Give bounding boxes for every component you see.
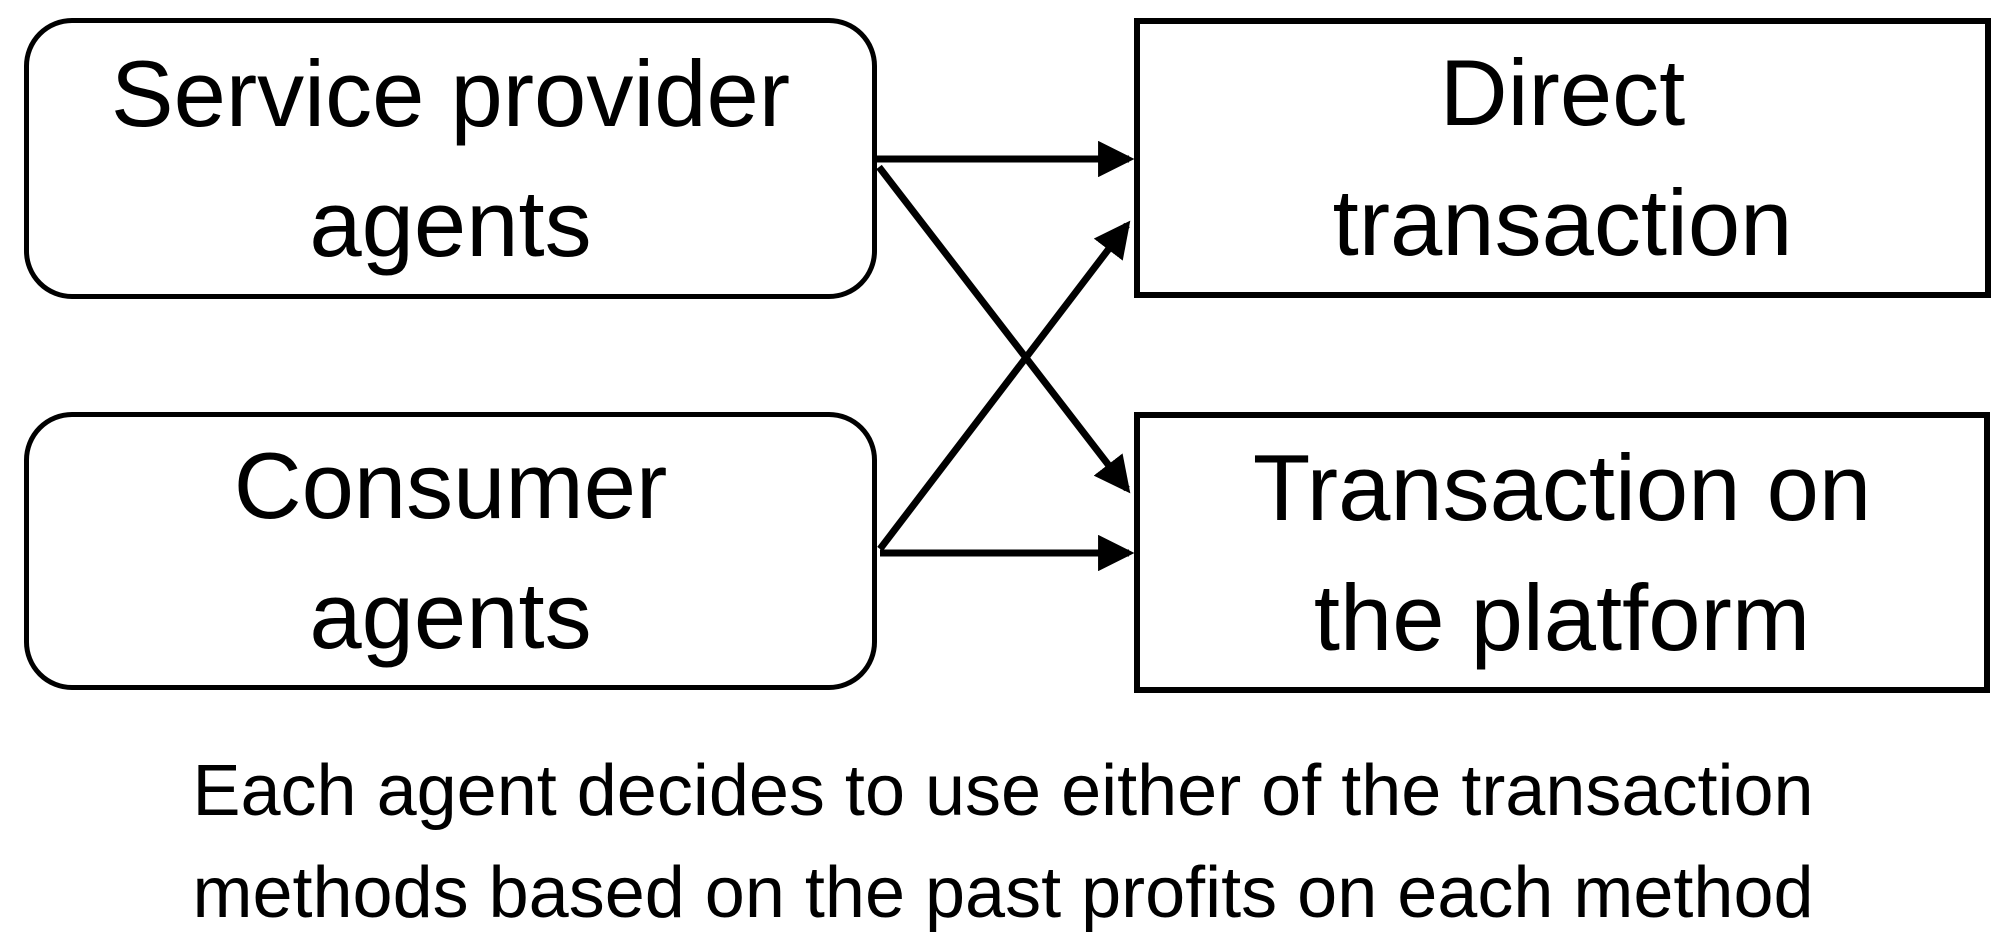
node-label-line: transaction <box>1332 170 1793 275</box>
node-label-line: Transaction on <box>1252 434 1872 540</box>
node-label-line: agents <box>309 170 592 276</box>
node-label-line: Direct <box>1439 40 1686 146</box>
node-direct-transaction: Direct transaction <box>1134 18 1991 298</box>
arrow-consumer-agents-to-direct-transaction <box>877 220 1131 552</box>
arrow-edges-group <box>876 140 1135 572</box>
node-label-line: Service provider <box>110 40 791 146</box>
caption-line-1: Each agent decides to use either of the … <box>192 751 1814 831</box>
caption-line-2: methods based on the past profits on eac… <box>192 853 1814 934</box>
node-label-line: Consumer <box>233 433 668 539</box>
arrow-service-provider-agents-to-transaction-on-platform <box>876 164 1131 494</box>
node-transaction-on-platform: Transaction on the platform <box>1134 412 1990 693</box>
node-label-line: agents <box>309 563 592 668</box>
node-consumer-agents: Consumer agents <box>24 412 877 690</box>
node-label-line: the platform <box>1313 564 1811 670</box>
figure-caption: Each agent decides to use either of the … <box>0 740 2006 938</box>
node-service-provider-agents: Service provider agents <box>24 18 877 299</box>
